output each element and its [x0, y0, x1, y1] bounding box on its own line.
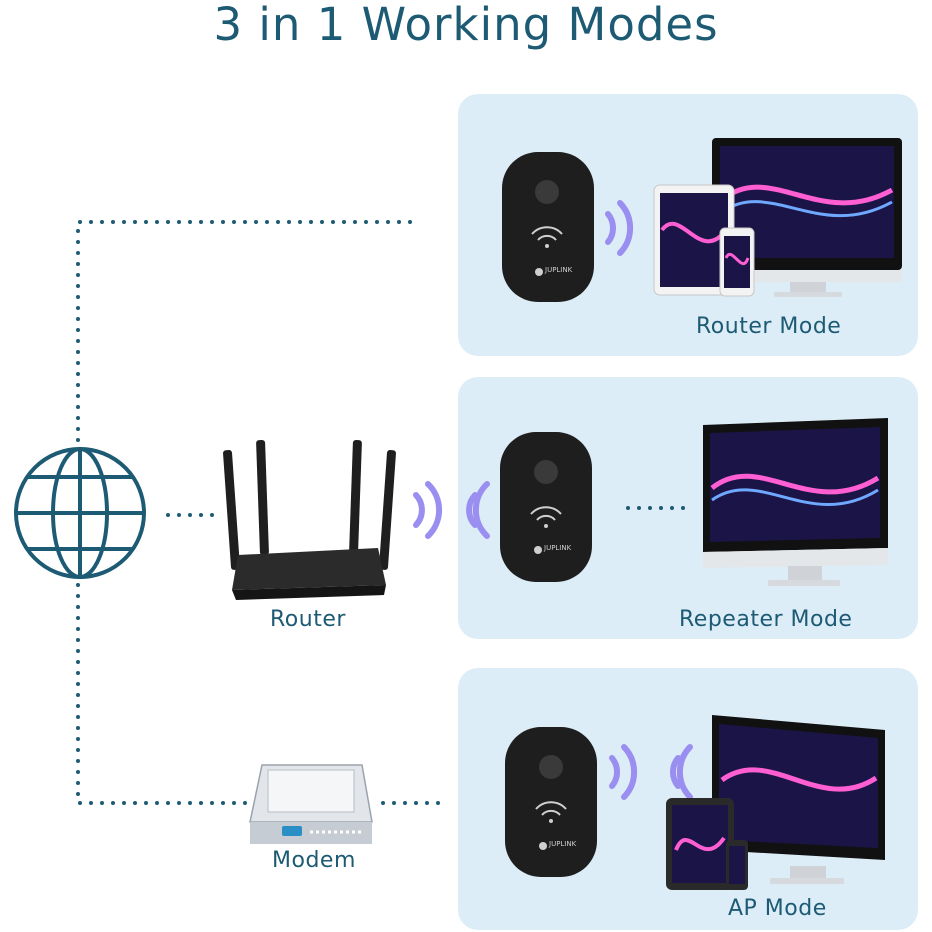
- phone-device-icon: [726, 840, 748, 890]
- wifi-extender-device-icon: [500, 432, 592, 582]
- tablet-device-icon: [653, 184, 735, 296]
- tablet-device-icon: [666, 798, 734, 890]
- monitor-device-icon: [712, 715, 885, 884]
- router-mode-label: Router Mode: [696, 314, 842, 339]
- page-title: 3 in 1 Working Modes: [213, 0, 719, 51]
- router-label: Router: [270, 607, 346, 632]
- ap-mode-label: AP Mode: [728, 896, 827, 921]
- wifi-waves-icon: [605, 200, 634, 256]
- wifi-waves-icon: [609, 744, 693, 800]
- internet-to-modem-line: [76, 583, 250, 805]
- extender-brand-text: JUPLINK: [549, 840, 577, 848]
- phone-device-icon: [719, 227, 755, 297]
- extender-brand-text: JUPLINK: [544, 544, 572, 552]
- modem-label: Modem: [272, 848, 356, 873]
- monitor-device-icon: [703, 418, 888, 586]
- connection-lines: [76, 220, 694, 805]
- repeater-mode-label: Repeater Mode: [679, 607, 853, 632]
- wifi-extender-device-icon: [505, 727, 597, 877]
- internet-to-router-mode-line: [76, 220, 422, 442]
- wifi-extender-device-icon: [502, 152, 594, 302]
- wifi-waves-icon: [413, 481, 490, 539]
- modem-device-icon: [249, 764, 373, 844]
- router-device-icon: [223, 439, 396, 600]
- extender-brand-text: JUPLINK: [545, 266, 573, 274]
- globe-icon: [14, 447, 146, 579]
